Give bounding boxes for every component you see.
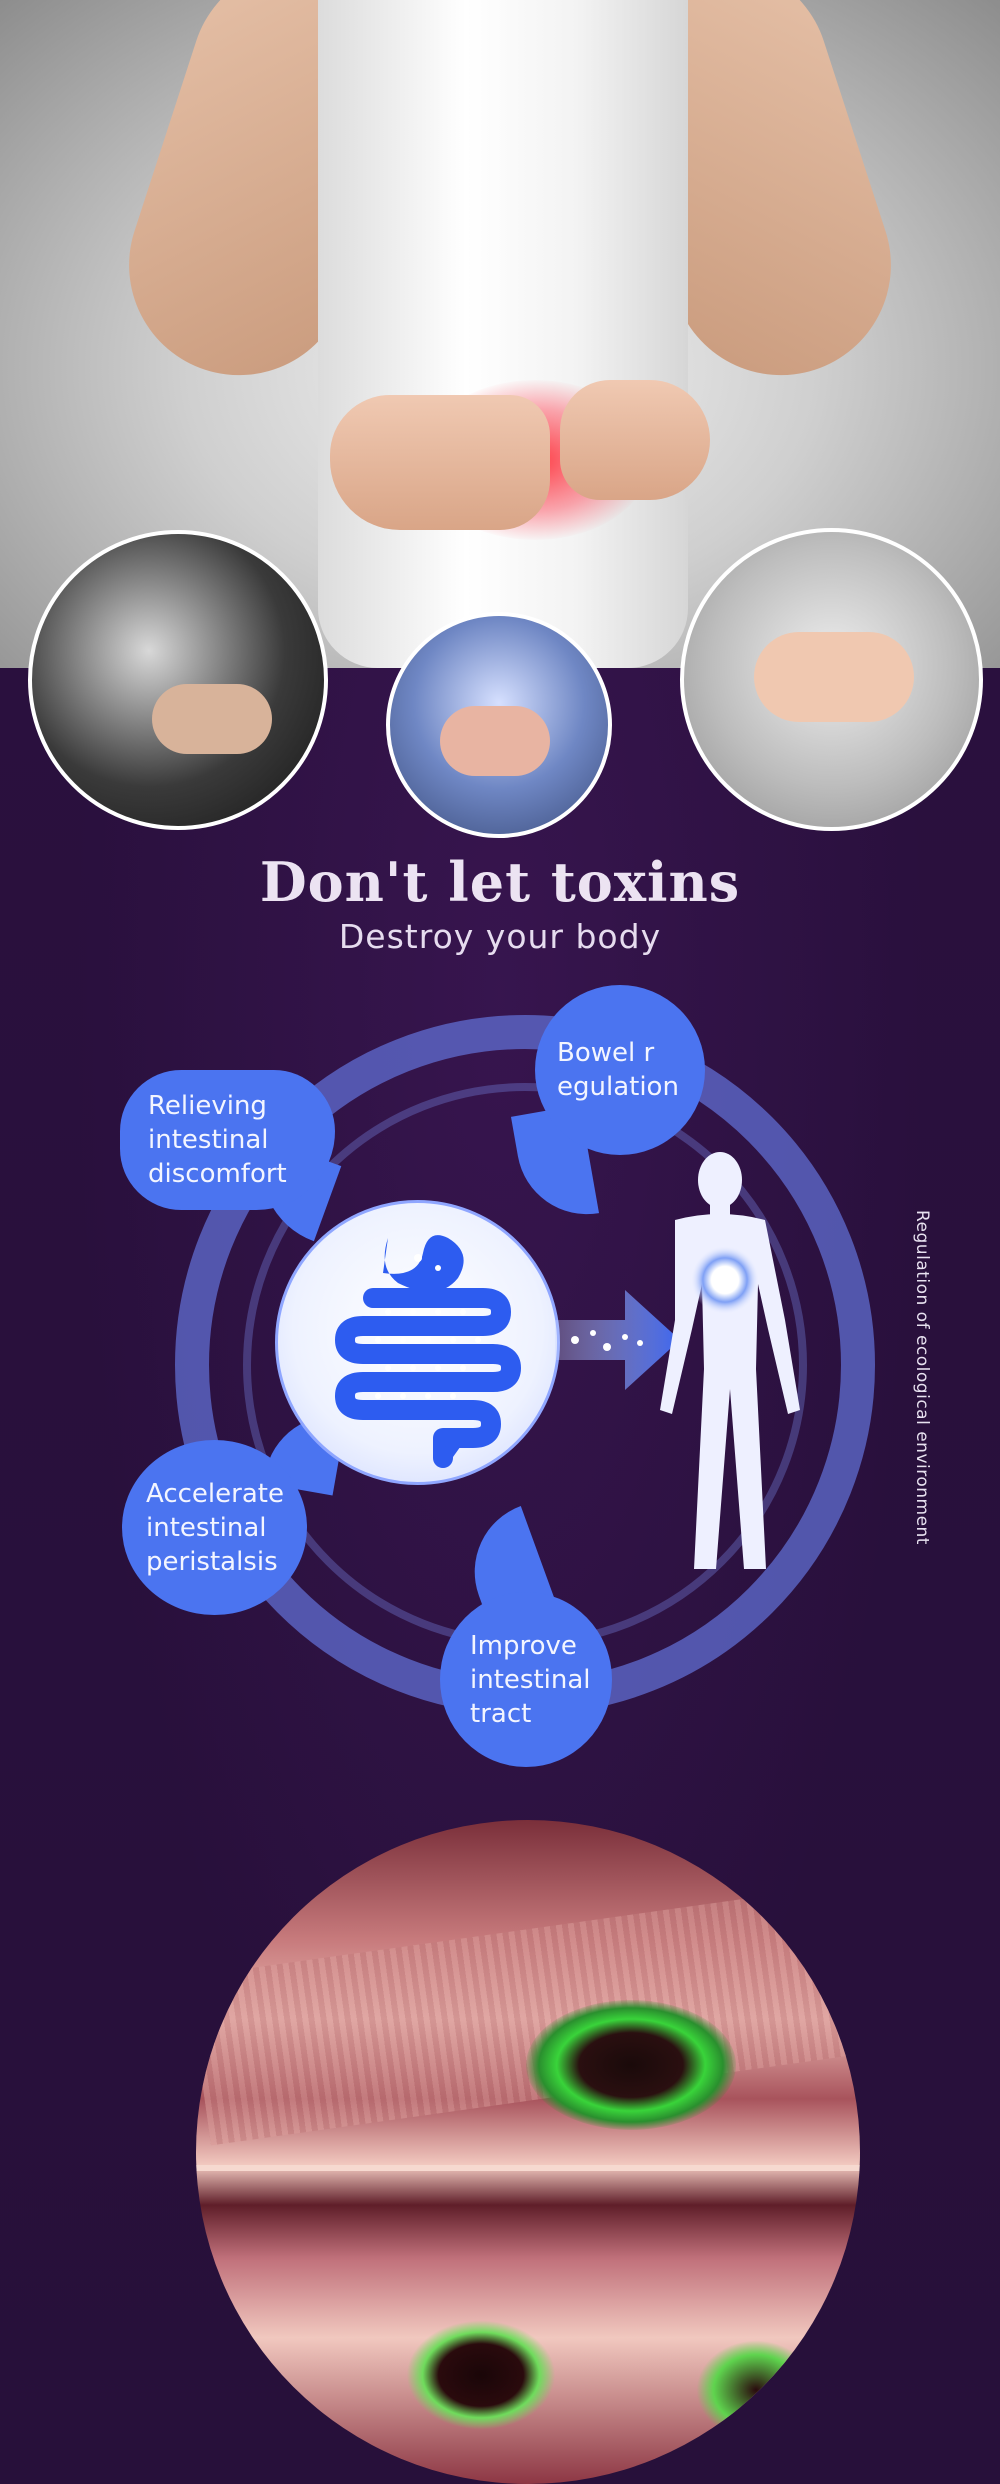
circle-photo-hands-on-belly — [680, 528, 983, 831]
arrow-right-icon — [555, 1290, 680, 1390]
bubble-bowel-regulation: Bowel r egulation — [535, 985, 705, 1155]
intestine-illustration — [196, 1820, 860, 2484]
bubble-improve-tract: Improve intestinal tract — [440, 1592, 612, 1767]
left-hand — [330, 395, 550, 530]
side-caption: Regulation of ecological environment — [912, 1210, 932, 1545]
bubble-accelerate-peristalsis: Accelerate intestinal peristalsis — [122, 1440, 307, 1615]
human-body-icon — [660, 1152, 800, 1569]
headline-subtitle: Destroy your body — [338, 917, 662, 956]
toxin-cluster — [406, 2320, 556, 2430]
toxin-cluster — [696, 2340, 816, 2440]
headline-title: Don't let toxins — [259, 850, 741, 914]
bubble-relieving-discomfort: Relieving intestinal discomfort — [120, 1070, 335, 1210]
digestive-system-icon — [275, 1200, 560, 1485]
toxin-cluster — [526, 2000, 736, 2130]
circle-photo-man-holding-stomach — [386, 612, 612, 838]
right-hand — [560, 380, 710, 500]
circle-photo-woman-sitting — [28, 530, 328, 830]
torso-white-tank-top — [318, 0, 688, 668]
